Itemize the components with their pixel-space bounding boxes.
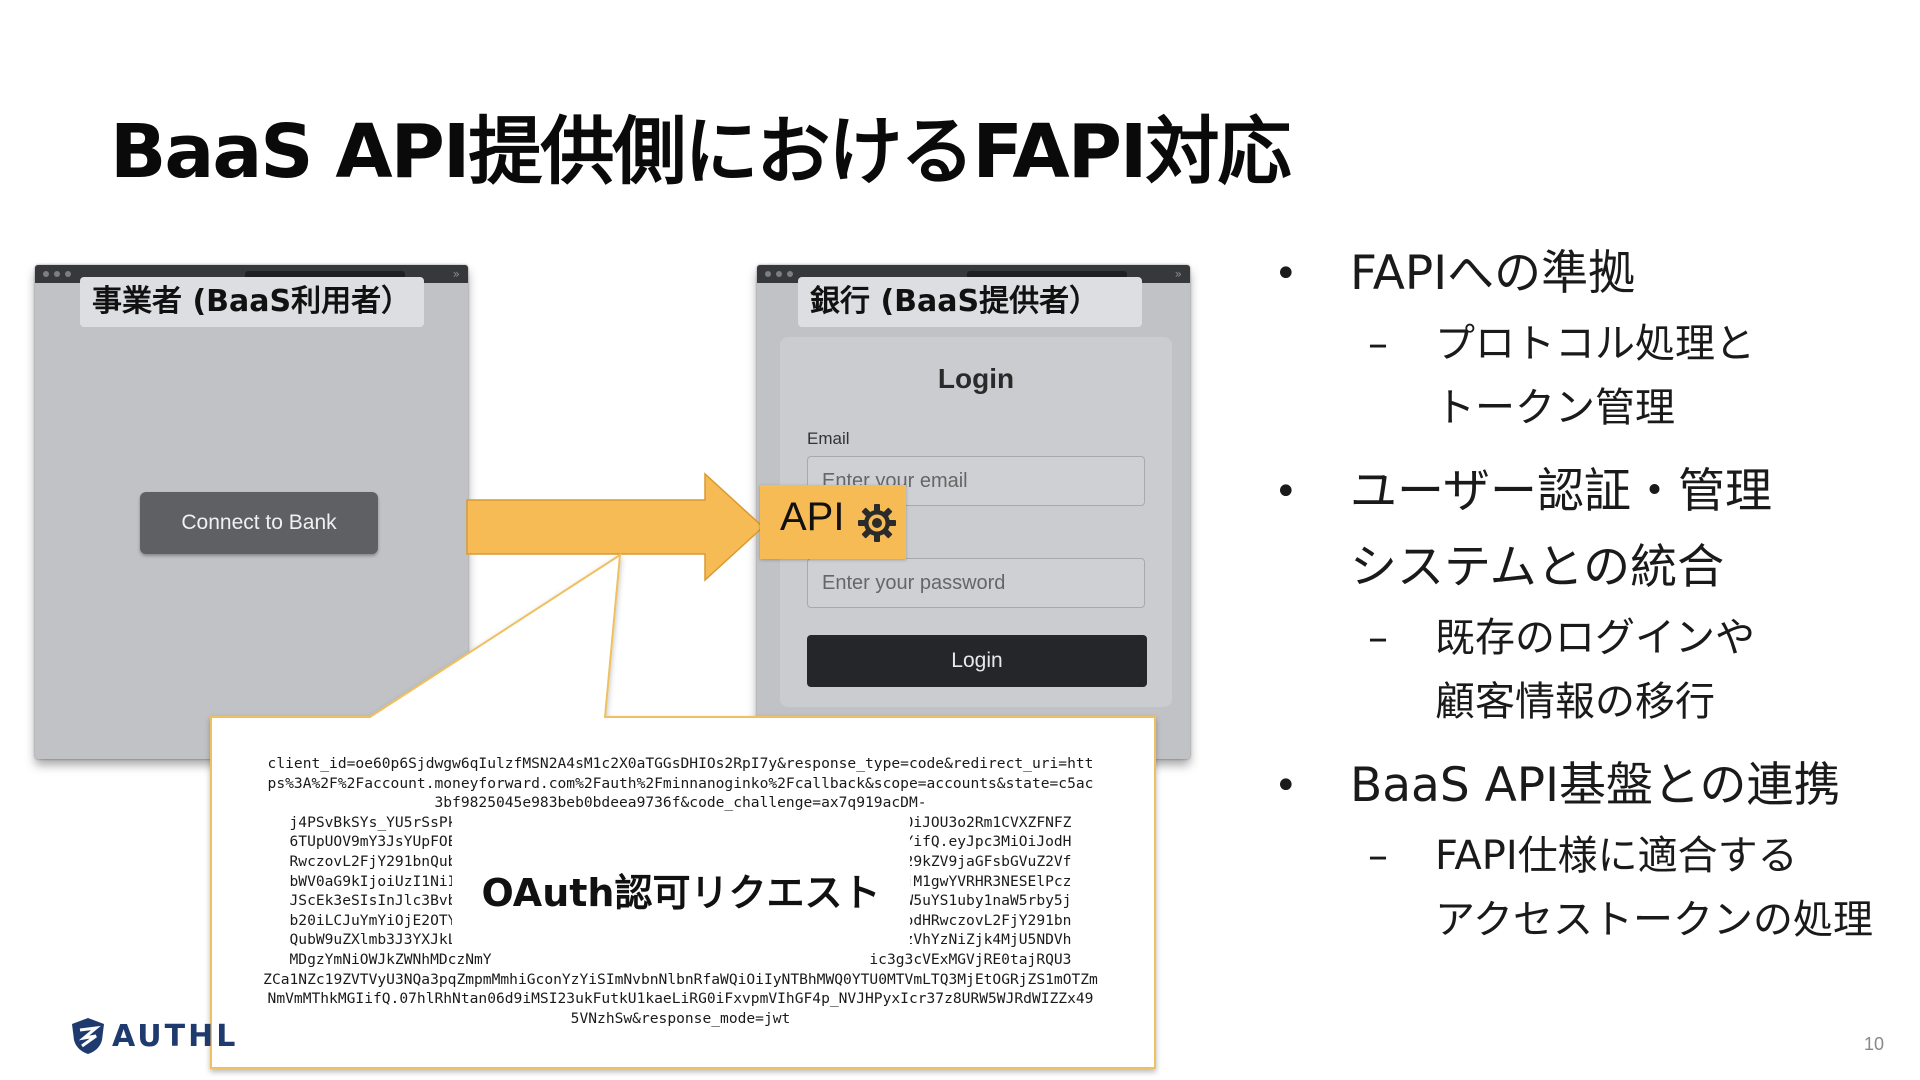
code-line: NmVmMThkMGIifQ.07hlRhNtan06d9iMSI23ukFut… xyxy=(267,990,1094,1008)
code-line: b20iLCJuYmYiOjE2OTY0Mzc iOiJodHRwczovL2F… xyxy=(289,911,1072,929)
login-button[interactable]: Login xyxy=(807,635,1147,687)
shield-icon xyxy=(72,1018,104,1054)
code-line: ps%3A%2F%2Faccount.moneyforward.com%2Fau… xyxy=(267,774,1094,792)
code-line: QubW9uZXlmb3J3YXJkLmNvb joiYzVhYzNiZjk4M… xyxy=(289,931,1072,949)
bank-window-label: 銀行 (BaaS提供者） xyxy=(798,277,1142,327)
chevron-right-icon: » xyxy=(452,267,460,281)
email-label: Email xyxy=(807,429,850,448)
code-line: 3bf9825045e983beb0bdeea9736f&code_challe… xyxy=(434,794,927,812)
callout-label-backdrop xyxy=(452,812,910,950)
code-line: MDgzYmNiOWJkZWNhMDczNmY ic3g3cVExMGVjRE0… xyxy=(289,950,1072,968)
code-line: JScEk3eSIsInJlc3BvbnNlX y5taW5uYS1uby1na… xyxy=(289,892,1072,910)
business-window-label: 事業者 (BaaS利用者） xyxy=(80,277,424,327)
login-title: Login xyxy=(937,363,1015,394)
bullet-item: FAPIへの準拠 xyxy=(1270,236,1910,312)
code-line: 5VNzhSw&response_mode=jwt xyxy=(570,1009,791,1027)
gear-icon xyxy=(858,504,896,542)
slide-title: BaaS API提供側におけるFAPI対応 xyxy=(110,109,1291,195)
oauth-request-code: client_id=oe60p6Sjdwgw6qIulzfMSN2A4sM1c2… xyxy=(228,754,1133,1028)
logo-text: AUTHL xyxy=(112,1019,239,1054)
code-line: client_id=oe60p6Sjdwgw6qIulzfMSN2A4sM1c2… xyxy=(267,755,1094,772)
oauth-request-label: OAuth認可リクエスト xyxy=(481,871,881,915)
password-input[interactable]: Enter your password xyxy=(807,558,1145,608)
code-line: ZCa1NZc19ZVTVyU3NQa3pqZmpmMmhiGconYzYiSI… xyxy=(263,970,1098,988)
code-line: j4PSvBkSYs_YU5rSsPkzjfj aWQiOiJOU3o2Rm1C… xyxy=(289,813,1072,831)
page-number: 10 xyxy=(1863,1034,1884,1054)
business-app-window: » 事業者 (BaaS利用者） Connect to Bank xyxy=(35,265,468,759)
code-line: 6TUpUOV9mY3JsYUpFOEpSZH MyNTYifQ.eyJpc3M… xyxy=(289,833,1072,851)
api-badge: API xyxy=(760,485,906,559)
bullet-item: BaaS API基盤との連携 xyxy=(1270,748,1910,824)
connect-to-bank-button[interactable]: Connect to Bank xyxy=(140,492,378,554)
chevron-right-icon: » xyxy=(1174,267,1182,281)
code-line: bWV0aG9kIjoiUzI1NiIsImN zTTFjM1gwYVRHR3N… xyxy=(289,872,1072,890)
code-line: RwczovL2FjY291bnQubW9uZ iwiY29kZV9jaGFsb… xyxy=(289,852,1072,870)
api-label: API xyxy=(780,495,845,539)
arrow-right-icon xyxy=(466,472,765,582)
